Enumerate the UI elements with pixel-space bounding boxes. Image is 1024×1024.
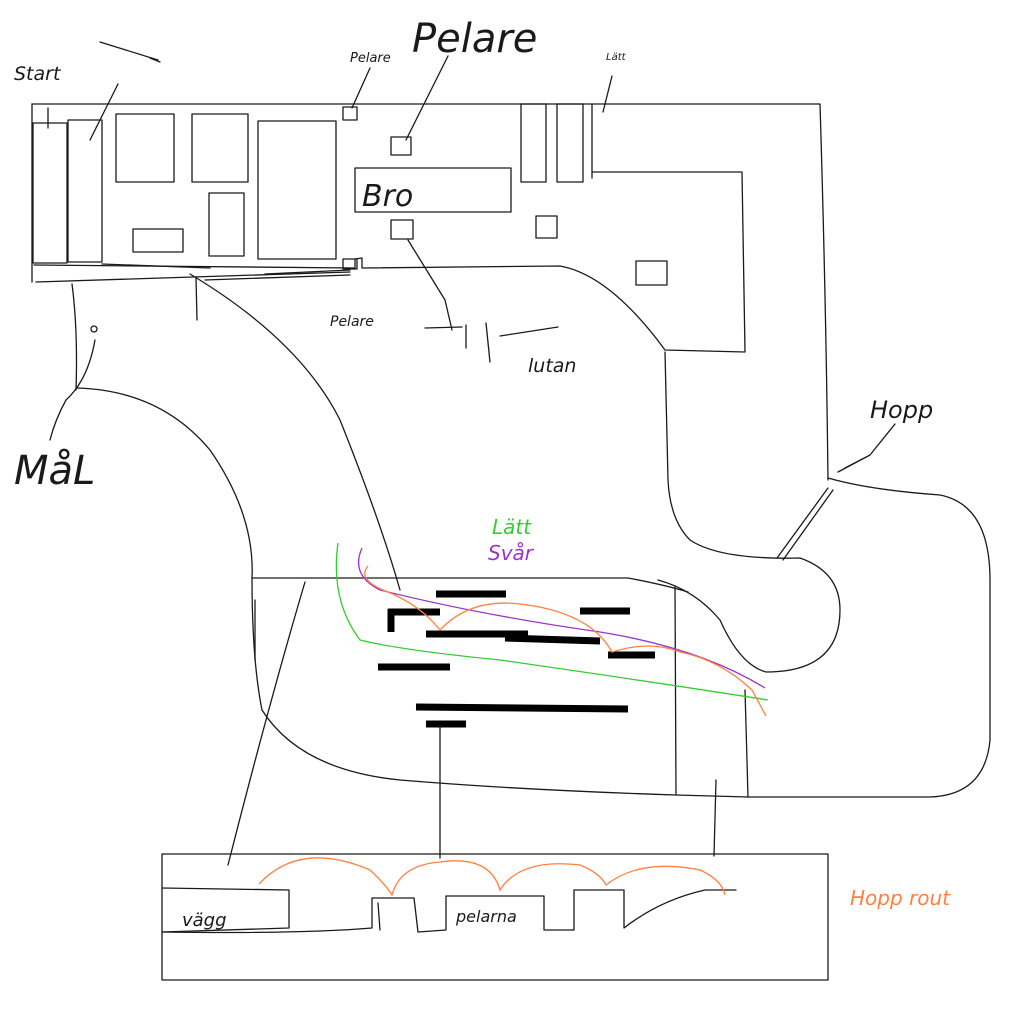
start-label: Start	[14, 63, 62, 85]
green-route-easy	[335, 542, 769, 701]
hopp-label: Hopp	[870, 396, 933, 424]
middle-area	[227, 577, 749, 866]
bro-label: Bro	[362, 179, 413, 214]
black-obstacles	[378, 590, 655, 728]
upper-track-outline	[31, 103, 829, 481]
pelare-big-top-label: Pelare	[412, 16, 537, 62]
latt-green-label: Lätt	[492, 515, 532, 539]
pelare-small-top-label: Pelare	[350, 51, 391, 66]
pelare-bottom-label: Pelare	[330, 314, 374, 330]
side-view-box	[161, 853, 829, 981]
upper-blocks	[115, 103, 668, 286]
pelarna-label: pelarna	[455, 907, 517, 926]
jump-route-arcs	[258, 857, 726, 897]
orange-route-middle	[364, 565, 767, 717]
vagg-label: vägg	[182, 910, 227, 931]
bridge-box	[354, 167, 512, 213]
leader-lines	[49, 41, 896, 473]
left-curve	[71, 273, 401, 591]
latt-top-label: Lätt	[606, 52, 627, 63]
hopprout-label: Hopp rout	[850, 886, 951, 910]
start-gate	[32, 107, 103, 264]
pillar-right-of-label	[390, 136, 412, 156]
pillar-top	[342, 106, 358, 121]
mal-label: MåL	[14, 448, 95, 494]
right-loop	[657, 351, 991, 798]
lutan-label: lutan	[528, 355, 576, 377]
svar-purple-label: Svår	[488, 541, 535, 565]
pillar-below-bridge	[390, 219, 414, 240]
pillar-bottom	[342, 258, 358, 270]
